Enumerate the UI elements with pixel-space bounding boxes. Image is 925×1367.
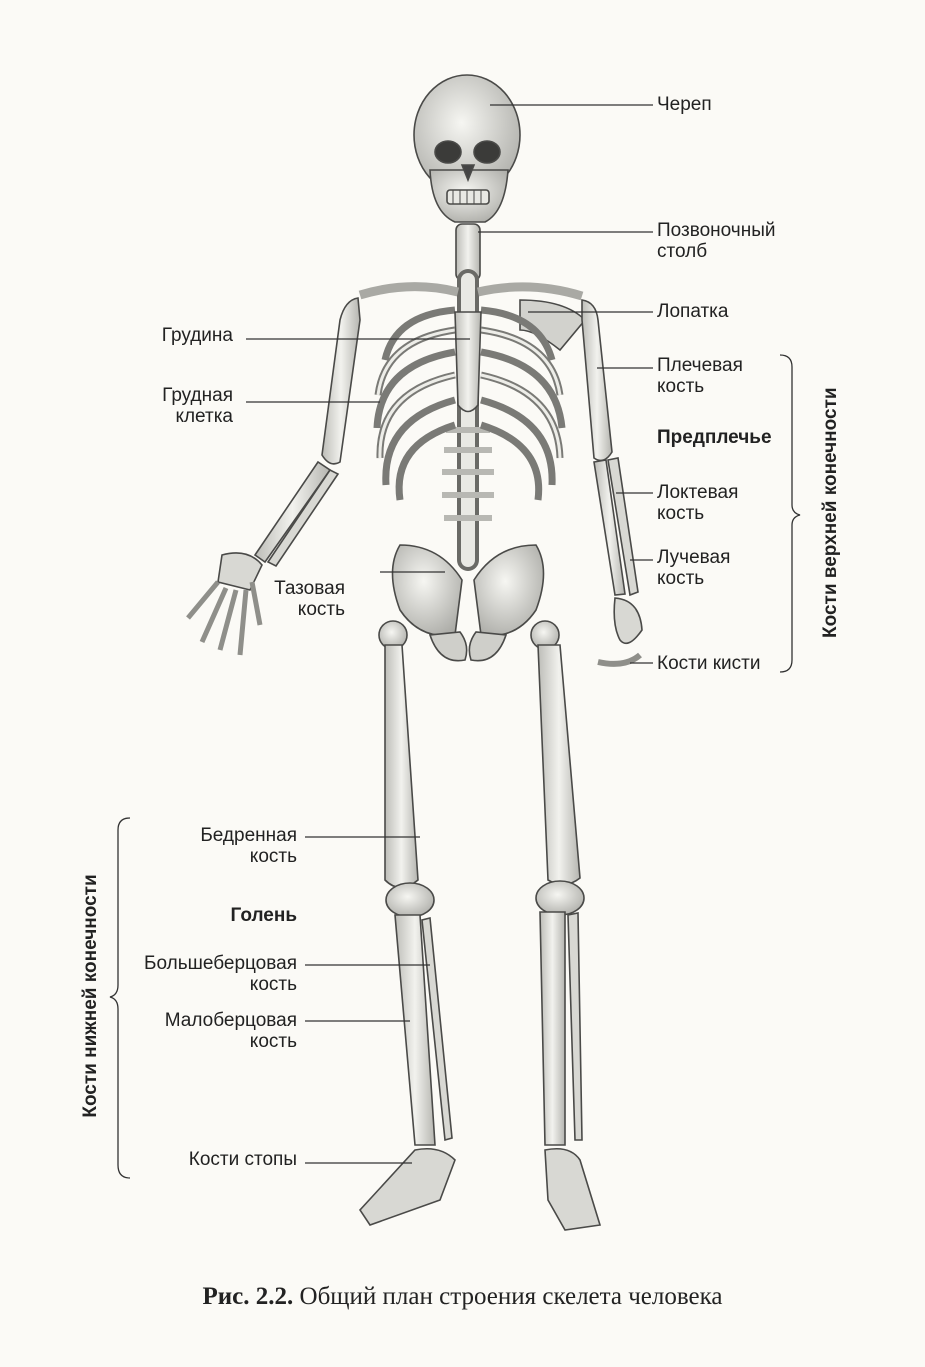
label-scapula: Лопатка <box>657 301 729 322</box>
figure-caption: Рис. 2.2. Общий план строения скелета че… <box>0 1283 925 1311</box>
label-forearm: Предплечье <box>657 427 772 448</box>
label-spine-line2: столб <box>657 241 708 262</box>
label-ulna-line1: Локтевая <box>657 482 739 503</box>
label-foot: Кости стопы <box>188 1149 297 1170</box>
label-femur-line1: Бедренная <box>200 825 297 846</box>
pelvis-bone <box>391 544 545 662</box>
upper-limb-brace <box>779 354 801 673</box>
label-femur: Бедренная кость <box>200 825 297 867</box>
figure-caption-text: Общий план строения скелета человека <box>299 1283 723 1310</box>
label-shin: Голень <box>230 905 298 926</box>
left-leg-bones <box>358 620 456 1226</box>
label-tibia-line2: кость <box>249 974 297 995</box>
label-sternum: Грудина <box>161 325 233 346</box>
label-humerus: Плечевая кость <box>657 355 743 397</box>
clavicle-right-bone <box>476 282 584 301</box>
label-pelvis-line2: кость <box>297 599 345 620</box>
label-spine-line1: Позвоночный <box>657 220 776 241</box>
skull-bone <box>413 74 521 223</box>
label-skull: Череп <box>657 94 712 115</box>
label-radius: Лучевая кость <box>657 547 730 589</box>
label-humerus-line2: кость <box>657 376 705 397</box>
label-fibula: Малоберцовая кость <box>165 1010 297 1052</box>
label-tibia-line1: Большеберцовая <box>144 953 297 974</box>
sternum-bone <box>454 311 482 413</box>
lower-limb-brace <box>109 817 131 1179</box>
clavicle-left-bone <box>358 282 460 300</box>
right-leg-bones <box>530 620 602 1231</box>
label-hand: Кости кисти <box>657 653 761 674</box>
label-tibia: Большеберцовая кость <box>144 953 297 995</box>
label-ribcage-line1: Грудная <box>162 385 233 406</box>
label-pelvis: Тазовая кость <box>274 578 345 620</box>
label-radius-line1: Лучевая <box>657 547 731 568</box>
label-ulna-line2: кость <box>657 503 705 524</box>
label-radius-line2: кость <box>657 568 705 589</box>
label-femur-line2: кость <box>249 846 297 867</box>
group-lower-limb-label: Кости нижней конечности <box>80 874 101 1118</box>
label-humerus-line1: Плечевая <box>657 355 743 376</box>
label-pelvis-line1: Тазовая <box>274 578 345 599</box>
figure-number: Рис. 2.2. <box>202 1283 294 1310</box>
label-ulna: Локтевая кость <box>657 482 738 524</box>
label-fibula-line2: кость <box>249 1031 297 1052</box>
label-ribcage-line2: клетка <box>175 406 233 427</box>
right-arm-bones <box>581 299 643 667</box>
label-spine: Позвоночный столб <box>657 220 775 262</box>
label-fibula-line1: Малоберцовая <box>164 1010 297 1031</box>
label-ribcage: Грудная клетка <box>162 385 233 427</box>
group-upper-limb-label: Кости верхней конечности <box>820 387 841 638</box>
